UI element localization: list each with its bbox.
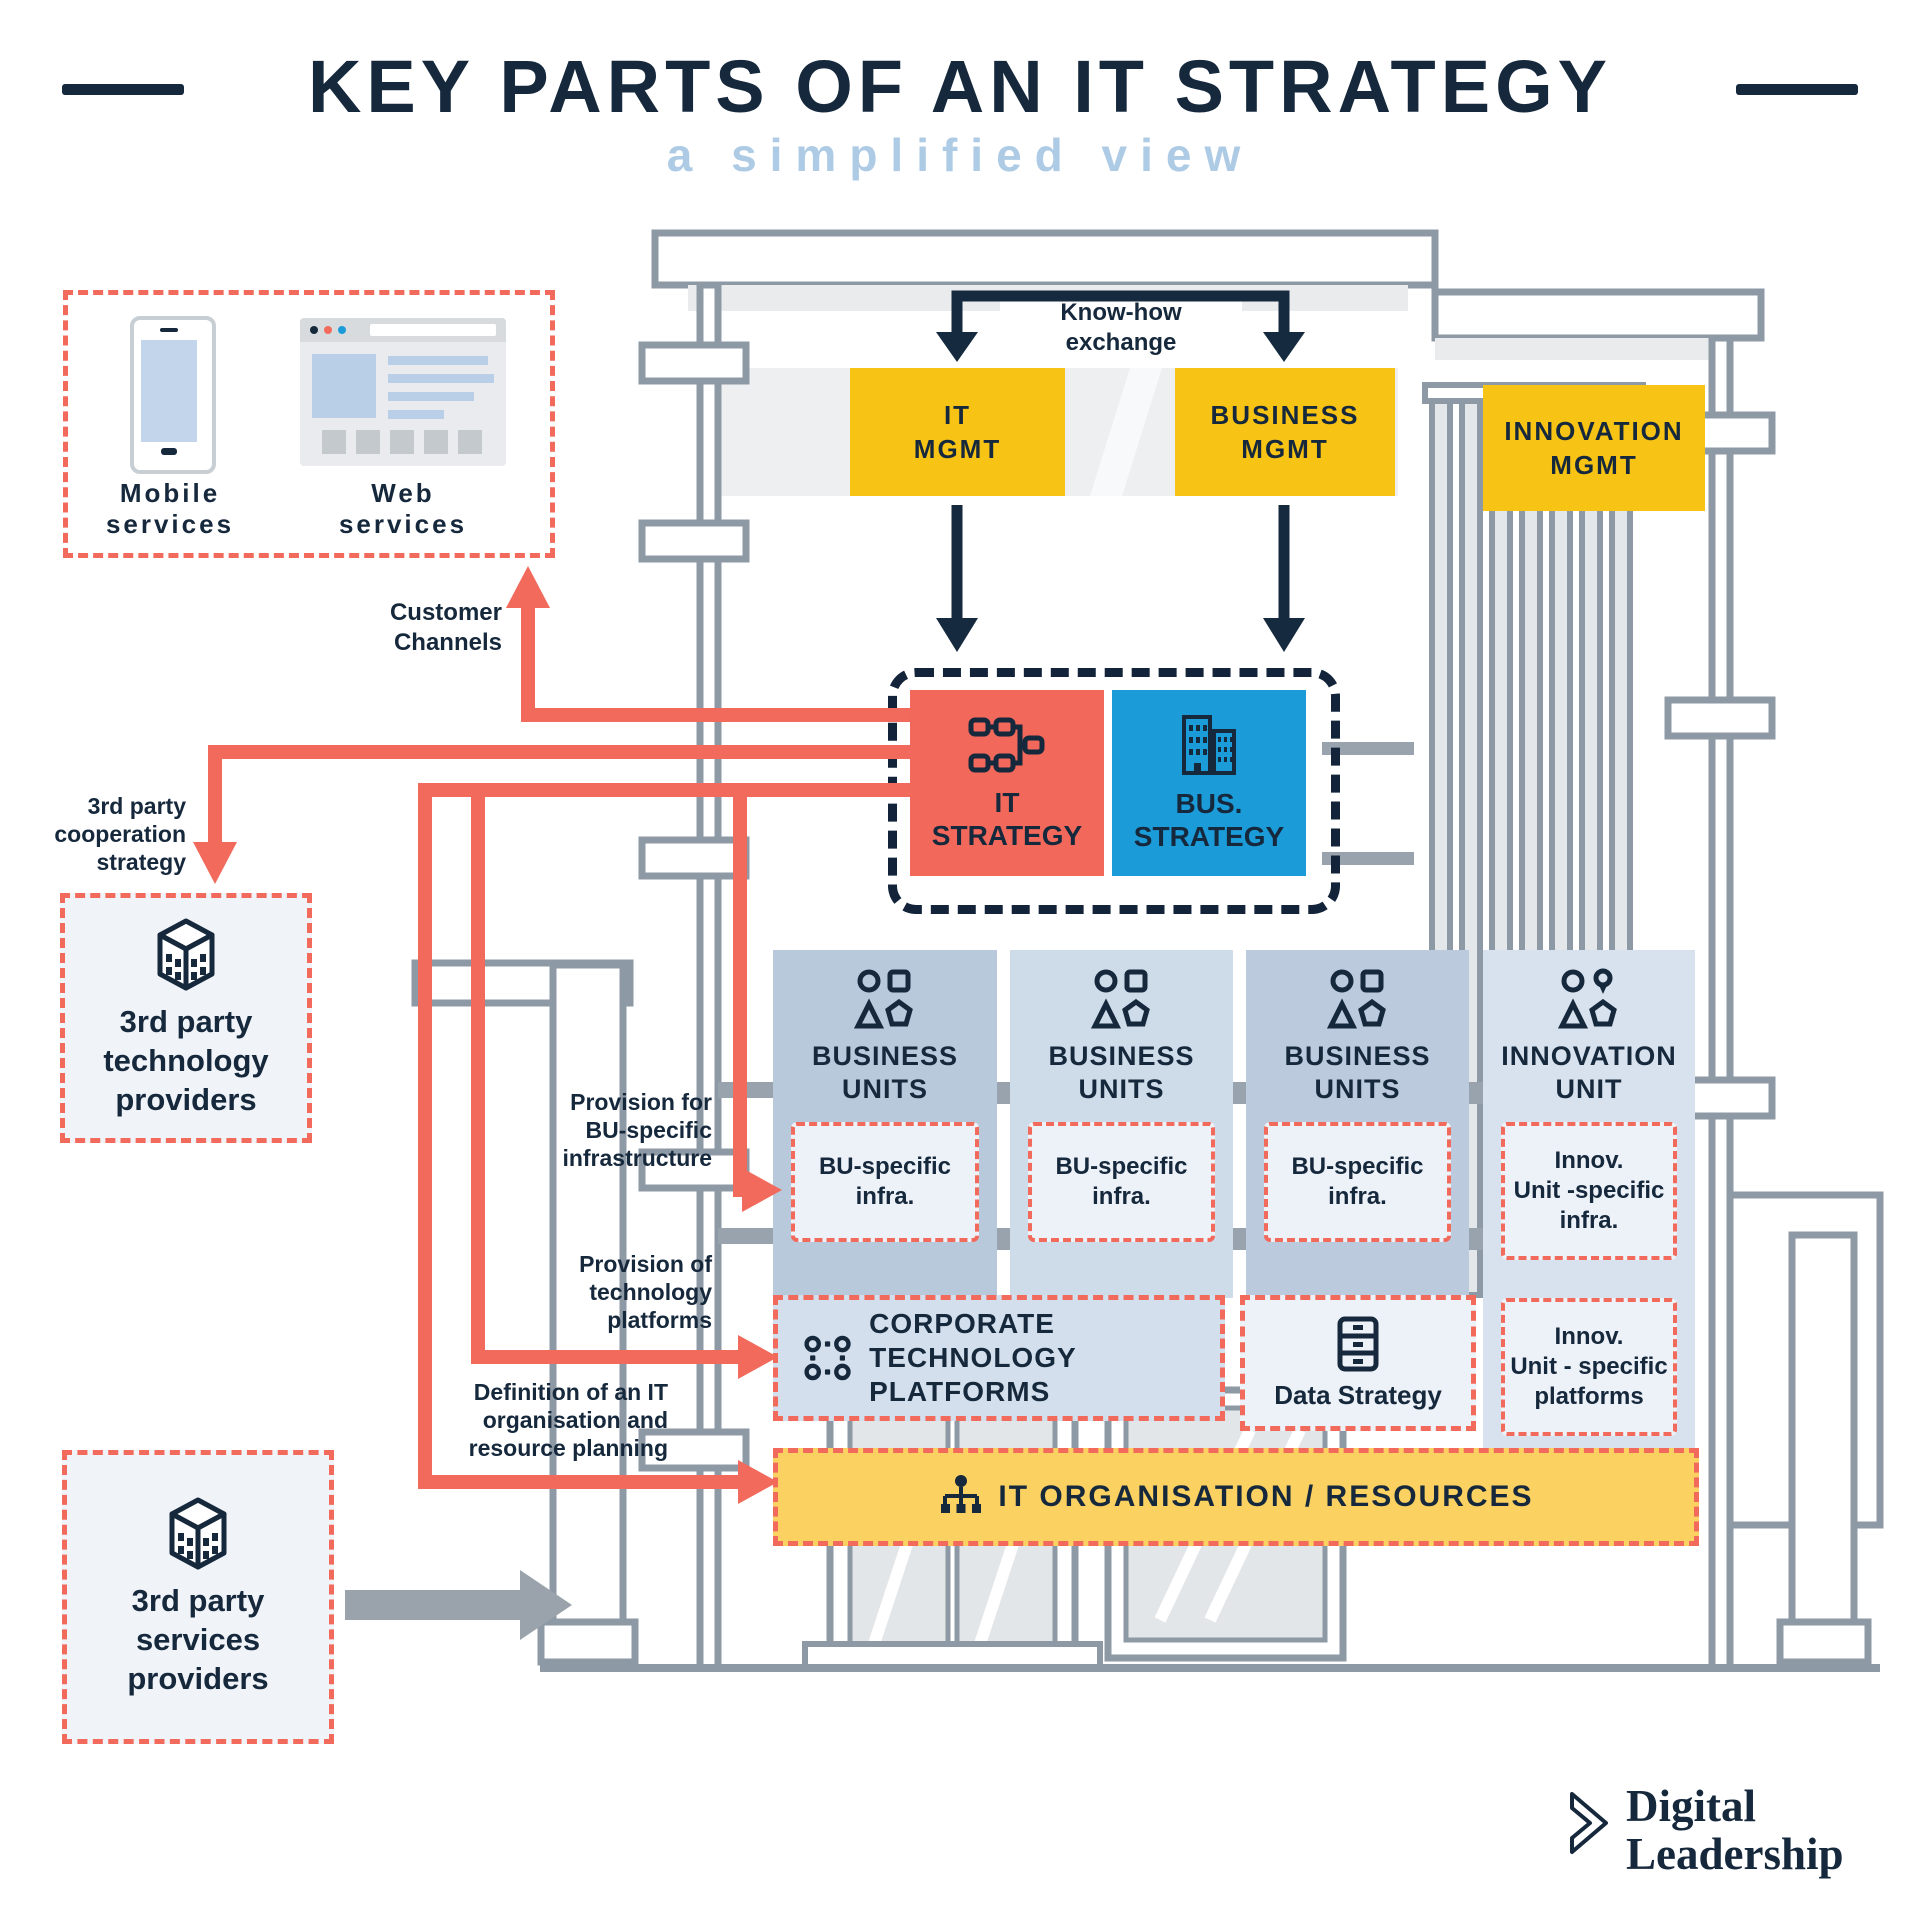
bus-strategy-box: BUS. STRATEGY (1112, 690, 1306, 876)
web-services-label: Web services (338, 478, 468, 539)
team-icon (1326, 969, 1386, 1029)
innovation-team-icon (1558, 968, 1617, 1029)
bu-infra-box: BU-specific infra. (1028, 1122, 1215, 1242)
title-dash-right (1736, 84, 1858, 95)
business-unit-column: BUSINESS UNITS BU-specific infra. (1010, 950, 1233, 1298)
third-party-technology-label: 3rd party technology providers (103, 1003, 269, 1117)
cooperation-strategy-label: 3rd party cooperation strategy (54, 793, 186, 875)
database-icon (1337, 1316, 1379, 1371)
building-pillar-right (1788, 1231, 1858, 1664)
bu-provision-label: Provision for BU-specific infrastructure (562, 1089, 712, 1171)
network-dots-icon (804, 1335, 851, 1381)
platform-provision-label: Provision of technology platforms (579, 1251, 712, 1333)
flowchart-icon (968, 717, 1045, 773)
data-strategy-box: Data Strategy (1240, 1295, 1476, 1431)
cube-building-icon (169, 1497, 227, 1569)
page-subtitle: a simplified view (666, 129, 1254, 181)
it-strategy-box: IT STRATEGY (910, 690, 1104, 876)
brand-logo: Digital Leadership (1568, 1782, 1844, 1878)
cube-building-icon (157, 918, 215, 990)
know-how-label: Know-how exchange (1000, 298, 1242, 358)
business-unit-column: BUSINESS UNITS BU-specific infra. (1246, 950, 1469, 1298)
innovation-unit-column: INNOVATION UNIT Innov. Unit -specific in… (1483, 950, 1695, 1462)
title-dash-left (62, 84, 184, 95)
customer-channels-label: Customer Channels (389, 599, 502, 656)
it-strategy-label: IT STRATEGY (931, 787, 1083, 851)
brand-name: Digital Leadership (1626, 1781, 1844, 1879)
third-party-services-label: 3rd party services providers (127, 1582, 269, 1696)
org-definition-label: Definition of an IT organisation and res… (468, 1379, 668, 1461)
smartphone-icon (130, 316, 216, 474)
building-cornice (651, 229, 1439, 289)
innovation-unit-title: INNOVATION UNIT (1501, 1041, 1677, 1104)
chevron-logo-icon (1570, 1792, 1608, 1854)
it-organisation-label: IT ORGANISATION / RESOURCES (998, 1480, 1534, 1513)
bus-strategy-label: BUS. STRATEGY (1133, 788, 1285, 852)
bu-infra-box: BU-specific infra. (791, 1122, 979, 1242)
innovation-mgmt-box: INNOVATION MGMT (1483, 385, 1705, 511)
business-unit-title: BUSINESS UNITS (1048, 1041, 1195, 1104)
browser-icon (300, 318, 506, 466)
business-unit-title: BUSINESS UNITS (1284, 1041, 1431, 1104)
business-mgmt-box: BUSINESS MGMT (1175, 368, 1395, 496)
org-chart-icon (941, 1475, 982, 1513)
bu-infra-box: BU-specific infra. (1264, 1122, 1451, 1242)
data-strategy-label: Data Strategy (1274, 1379, 1442, 1410)
innovation-infra-box: Innov. Unit -specific infra. (1501, 1122, 1677, 1260)
innovation-platforms-box: Innov. Unit - specific platforms (1501, 1298, 1677, 1436)
team-icon (1090, 969, 1150, 1029)
it-mgmt-box: IT MGMT (850, 368, 1065, 496)
page-title: KEY PARTS OF AN IT STRATEGY (307, 45, 1612, 128)
corporate-platforms-bar: CORPORATE TECHNOLOGY PLATFORMS (773, 1295, 1225, 1421)
buildings-icon (1182, 715, 1236, 775)
it-organisation-bar: IT ORGANISATION / RESOURCES (773, 1448, 1699, 1546)
mobile-services-label: Mobile services (105, 478, 235, 539)
team-icon (854, 969, 913, 1029)
third-party-technology-box: 3rd party technology providers (60, 893, 312, 1143)
business-unit-column: BUSINESS UNITS BU-specific infra. (773, 950, 997, 1298)
corporate-platforms-label: CORPORATE TECHNOLOGY PLATFORMS (869, 1308, 1077, 1407)
customer-services-box (63, 290, 555, 558)
third-party-services-box: 3rd party services providers (62, 1450, 334, 1744)
